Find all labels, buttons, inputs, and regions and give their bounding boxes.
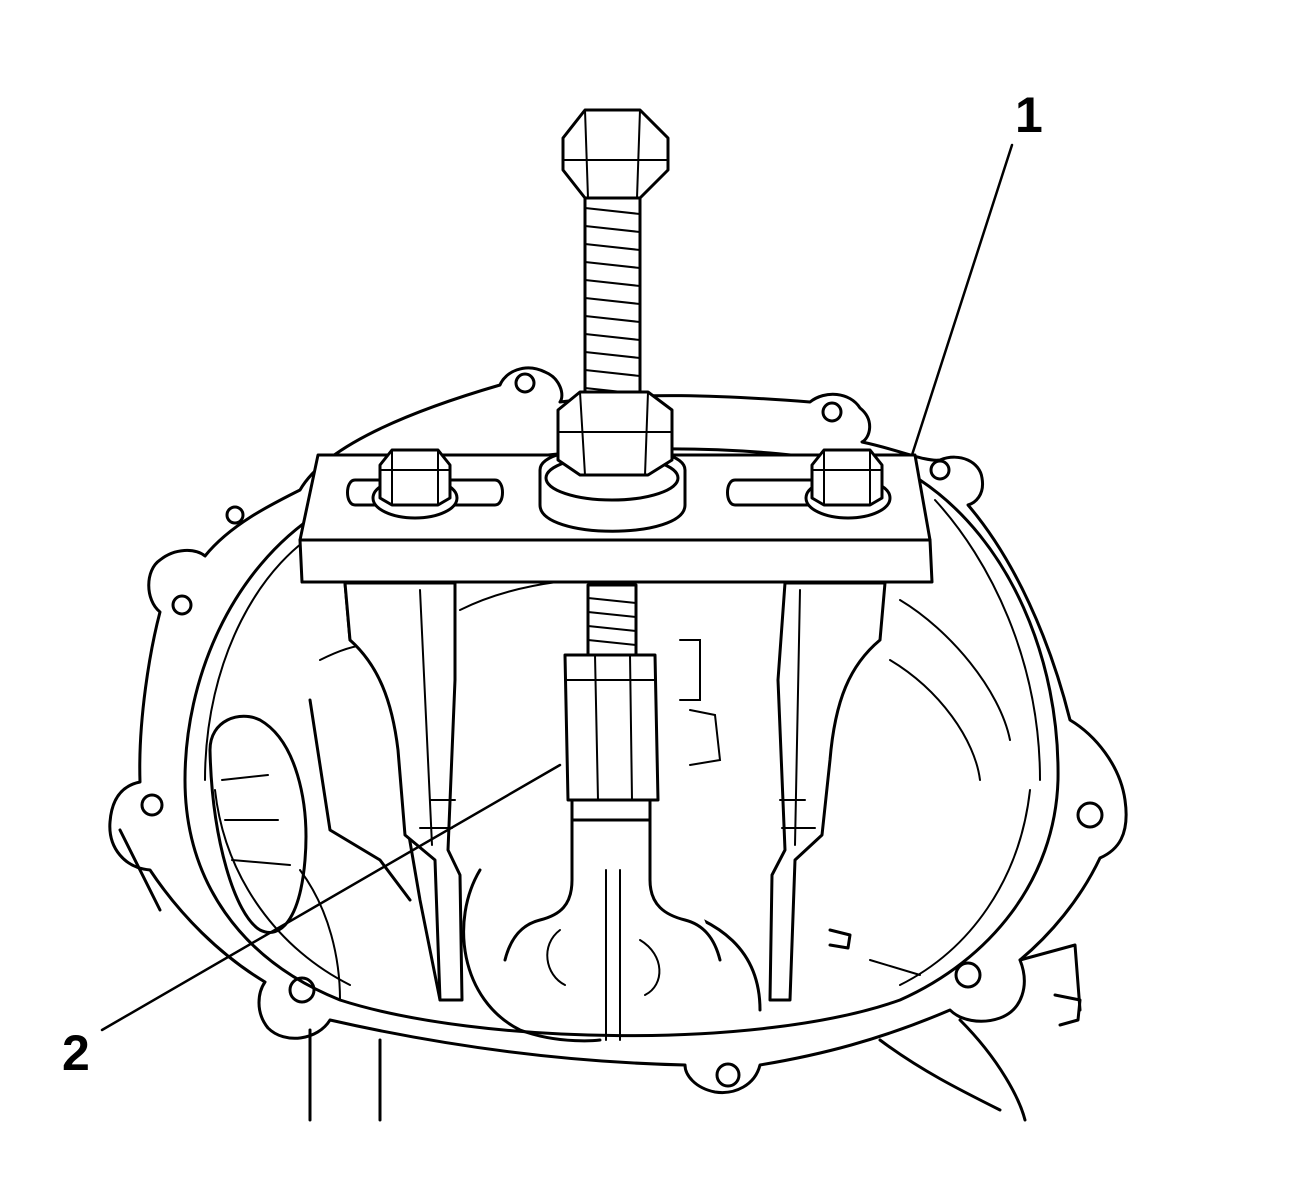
callout-1-group: 1 <box>910 87 1043 457</box>
callout-2-label: 2 <box>62 1025 90 1081</box>
flange-bolt-holes <box>140 372 1104 1088</box>
puller-adapter-icon <box>503 583 722 962</box>
callout-1-label: 1 <box>1015 87 1043 143</box>
puller-jaw-icon <box>343 581 887 1002</box>
callout-2-group: 2 <box>62 763 562 1081</box>
callout-1-leader <box>910 143 1014 457</box>
puller-bolt-icon <box>556 108 674 477</box>
callout-2-leader <box>100 763 562 1032</box>
